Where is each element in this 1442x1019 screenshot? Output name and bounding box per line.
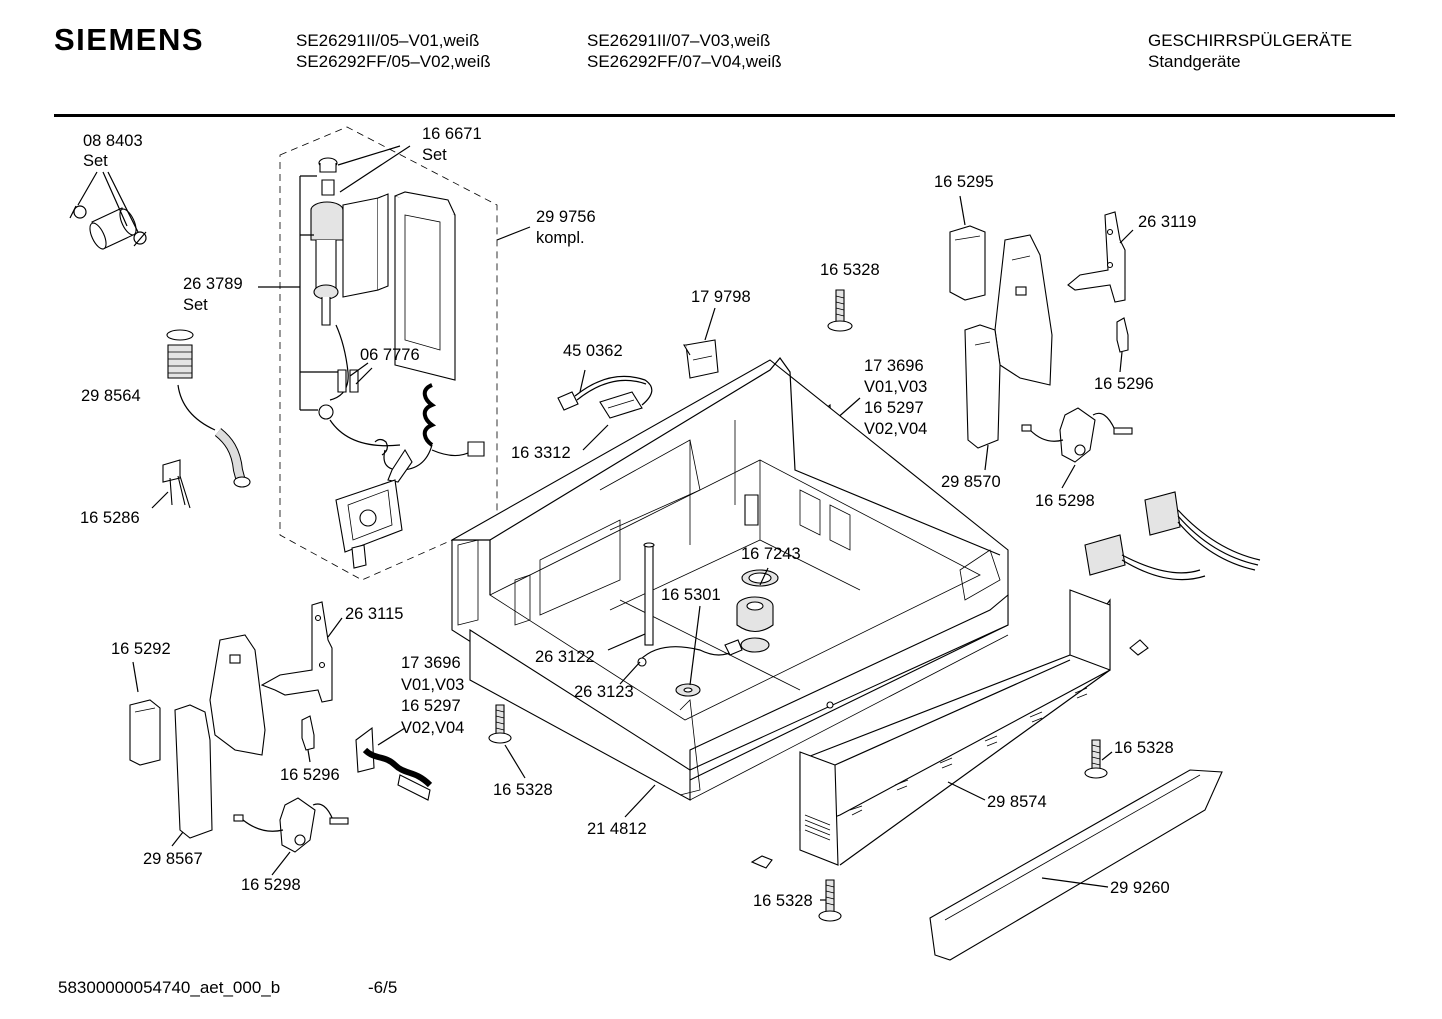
part-number-label: 26 3123 (574, 683, 634, 701)
category-subtitle: Standgeräte (1148, 52, 1241, 71)
part-number-label: 26 3119 (1138, 213, 1196, 231)
clip-part (162, 459, 191, 509)
part-number-label: 26 3122 (535, 648, 595, 666)
connector-part (683, 339, 719, 379)
part-number-label: 16 5296 (1094, 375, 1154, 393)
sensor-cable-part (557, 375, 653, 419)
part-number-label: 29 9756 (536, 208, 596, 226)
drain-hose-part (166, 329, 251, 488)
model-list-2: SE26291II/07–V03,weiß SE26292FF/07–V04,w… (587, 30, 782, 72)
part-number-label: 16 5328 (1114, 739, 1174, 757)
variant-label: V01,V03 (864, 378, 927, 396)
model-number: SE26292FF/05–V02,weiß (296, 52, 491, 71)
part-number-label: 29 8574 (987, 793, 1047, 811)
part-number-label: 17 9798 (691, 288, 751, 306)
part-number-label: 16 5295 (934, 173, 994, 191)
part-number-label: 16 5328 (493, 781, 553, 799)
category-title: GESCHIRRSPÜLGERÄTE (1148, 31, 1353, 50)
part-number-label: 08 8403 (83, 132, 143, 150)
heater-spring-part-left (355, 726, 433, 801)
float-switch-part (1021, 407, 1133, 463)
part-number-label: 16 5298 (241, 876, 301, 894)
model-number: SE26292FF/07–V04,weiß (587, 52, 782, 71)
bracket-part (949, 225, 986, 301)
part-number-label: 26 3115 (345, 605, 403, 623)
part-number-label: 16 6671 (422, 125, 482, 143)
part-note-label: Set (183, 296, 208, 314)
screw-part-middle (488, 704, 512, 744)
bracket-part-left (260, 601, 333, 703)
front-panel-part (799, 589, 1111, 866)
part-note-label: kompl. (536, 229, 585, 247)
model-list-1: SE26291II/05–V01,weiß SE26292FF/05–V02,w… (296, 30, 491, 72)
document-id: 58300000054740_aet_000_b (58, 978, 281, 997)
clip-part-left (301, 715, 315, 751)
variant-label: V02,V04 (864, 420, 927, 438)
part-note-label: Set (83, 152, 108, 170)
part-number-label: 16 5286 (80, 509, 140, 527)
brand-logo: SIEMENS (54, 22, 205, 57)
side-bracket-part (964, 234, 1053, 449)
part-number-label: 29 9260 (1110, 879, 1170, 897)
part-number-label: 29 8564 (81, 387, 141, 405)
screw-part (827, 289, 853, 332)
part-number-label: 16 5328 (753, 892, 813, 910)
float-switch-part-left (233, 797, 349, 853)
page-number: -6/5 (368, 978, 398, 997)
part-number-label: 29 8567 (143, 850, 203, 868)
part-number-label: 17 3696 (864, 357, 924, 375)
part-number-label: 16 5296 (280, 766, 340, 784)
header-rule (54, 114, 1395, 117)
part-note-label: Set (422, 146, 447, 164)
screw-part-bottom (818, 879, 842, 922)
part-number-label: 16 5292 (111, 640, 171, 658)
part-number-label: 06 7776 (360, 346, 420, 364)
base-tub-part (451, 357, 1009, 801)
part-number-label: 26 3789 (183, 275, 243, 293)
part-number-label: 21 4812 (587, 820, 647, 838)
part-number-label: 45 0362 (563, 342, 623, 360)
part-number-label: 16 7243 (741, 545, 801, 563)
clip-part-right (1116, 317, 1129, 353)
variant-label: V01,V03 (401, 676, 464, 694)
part-number-label: 16 5297 (401, 697, 461, 715)
part-number-label: 16 5328 (820, 261, 880, 279)
seal-ring-part (736, 569, 779, 653)
small-screw-part (750, 639, 1149, 869)
bracket-part-right (1067, 211, 1126, 303)
part-number-label: 16 5301 (661, 586, 721, 604)
sensor-part (637, 639, 743, 697)
screw-part-right (1084, 739, 1108, 779)
model-number: SE26291II/05–V01,weiß (296, 31, 480, 50)
wiring-harness-part (1084, 491, 1261, 581)
category-block: GESCHIRRSPÜLGERÄTE Standgeräte (1148, 30, 1352, 72)
hose-clamp-set-part (69, 205, 147, 250)
part-number-label: 17 3696 (401, 654, 461, 672)
kickplate-part (929, 769, 1223, 961)
side-bracket-part-left (174, 634, 266, 839)
part-number-label: 16 3312 (511, 444, 571, 462)
model-number: SE26291II/07–V03,weiß (587, 31, 771, 50)
part-number-label: 16 5298 (1035, 492, 1095, 510)
cover-part (129, 699, 161, 766)
variant-label: V02,V04 (401, 719, 464, 737)
part-number-label: 29 8570 (941, 473, 1001, 491)
valve-assembly-part (310, 157, 485, 569)
part-number-label: 16 5297 (864, 399, 924, 417)
